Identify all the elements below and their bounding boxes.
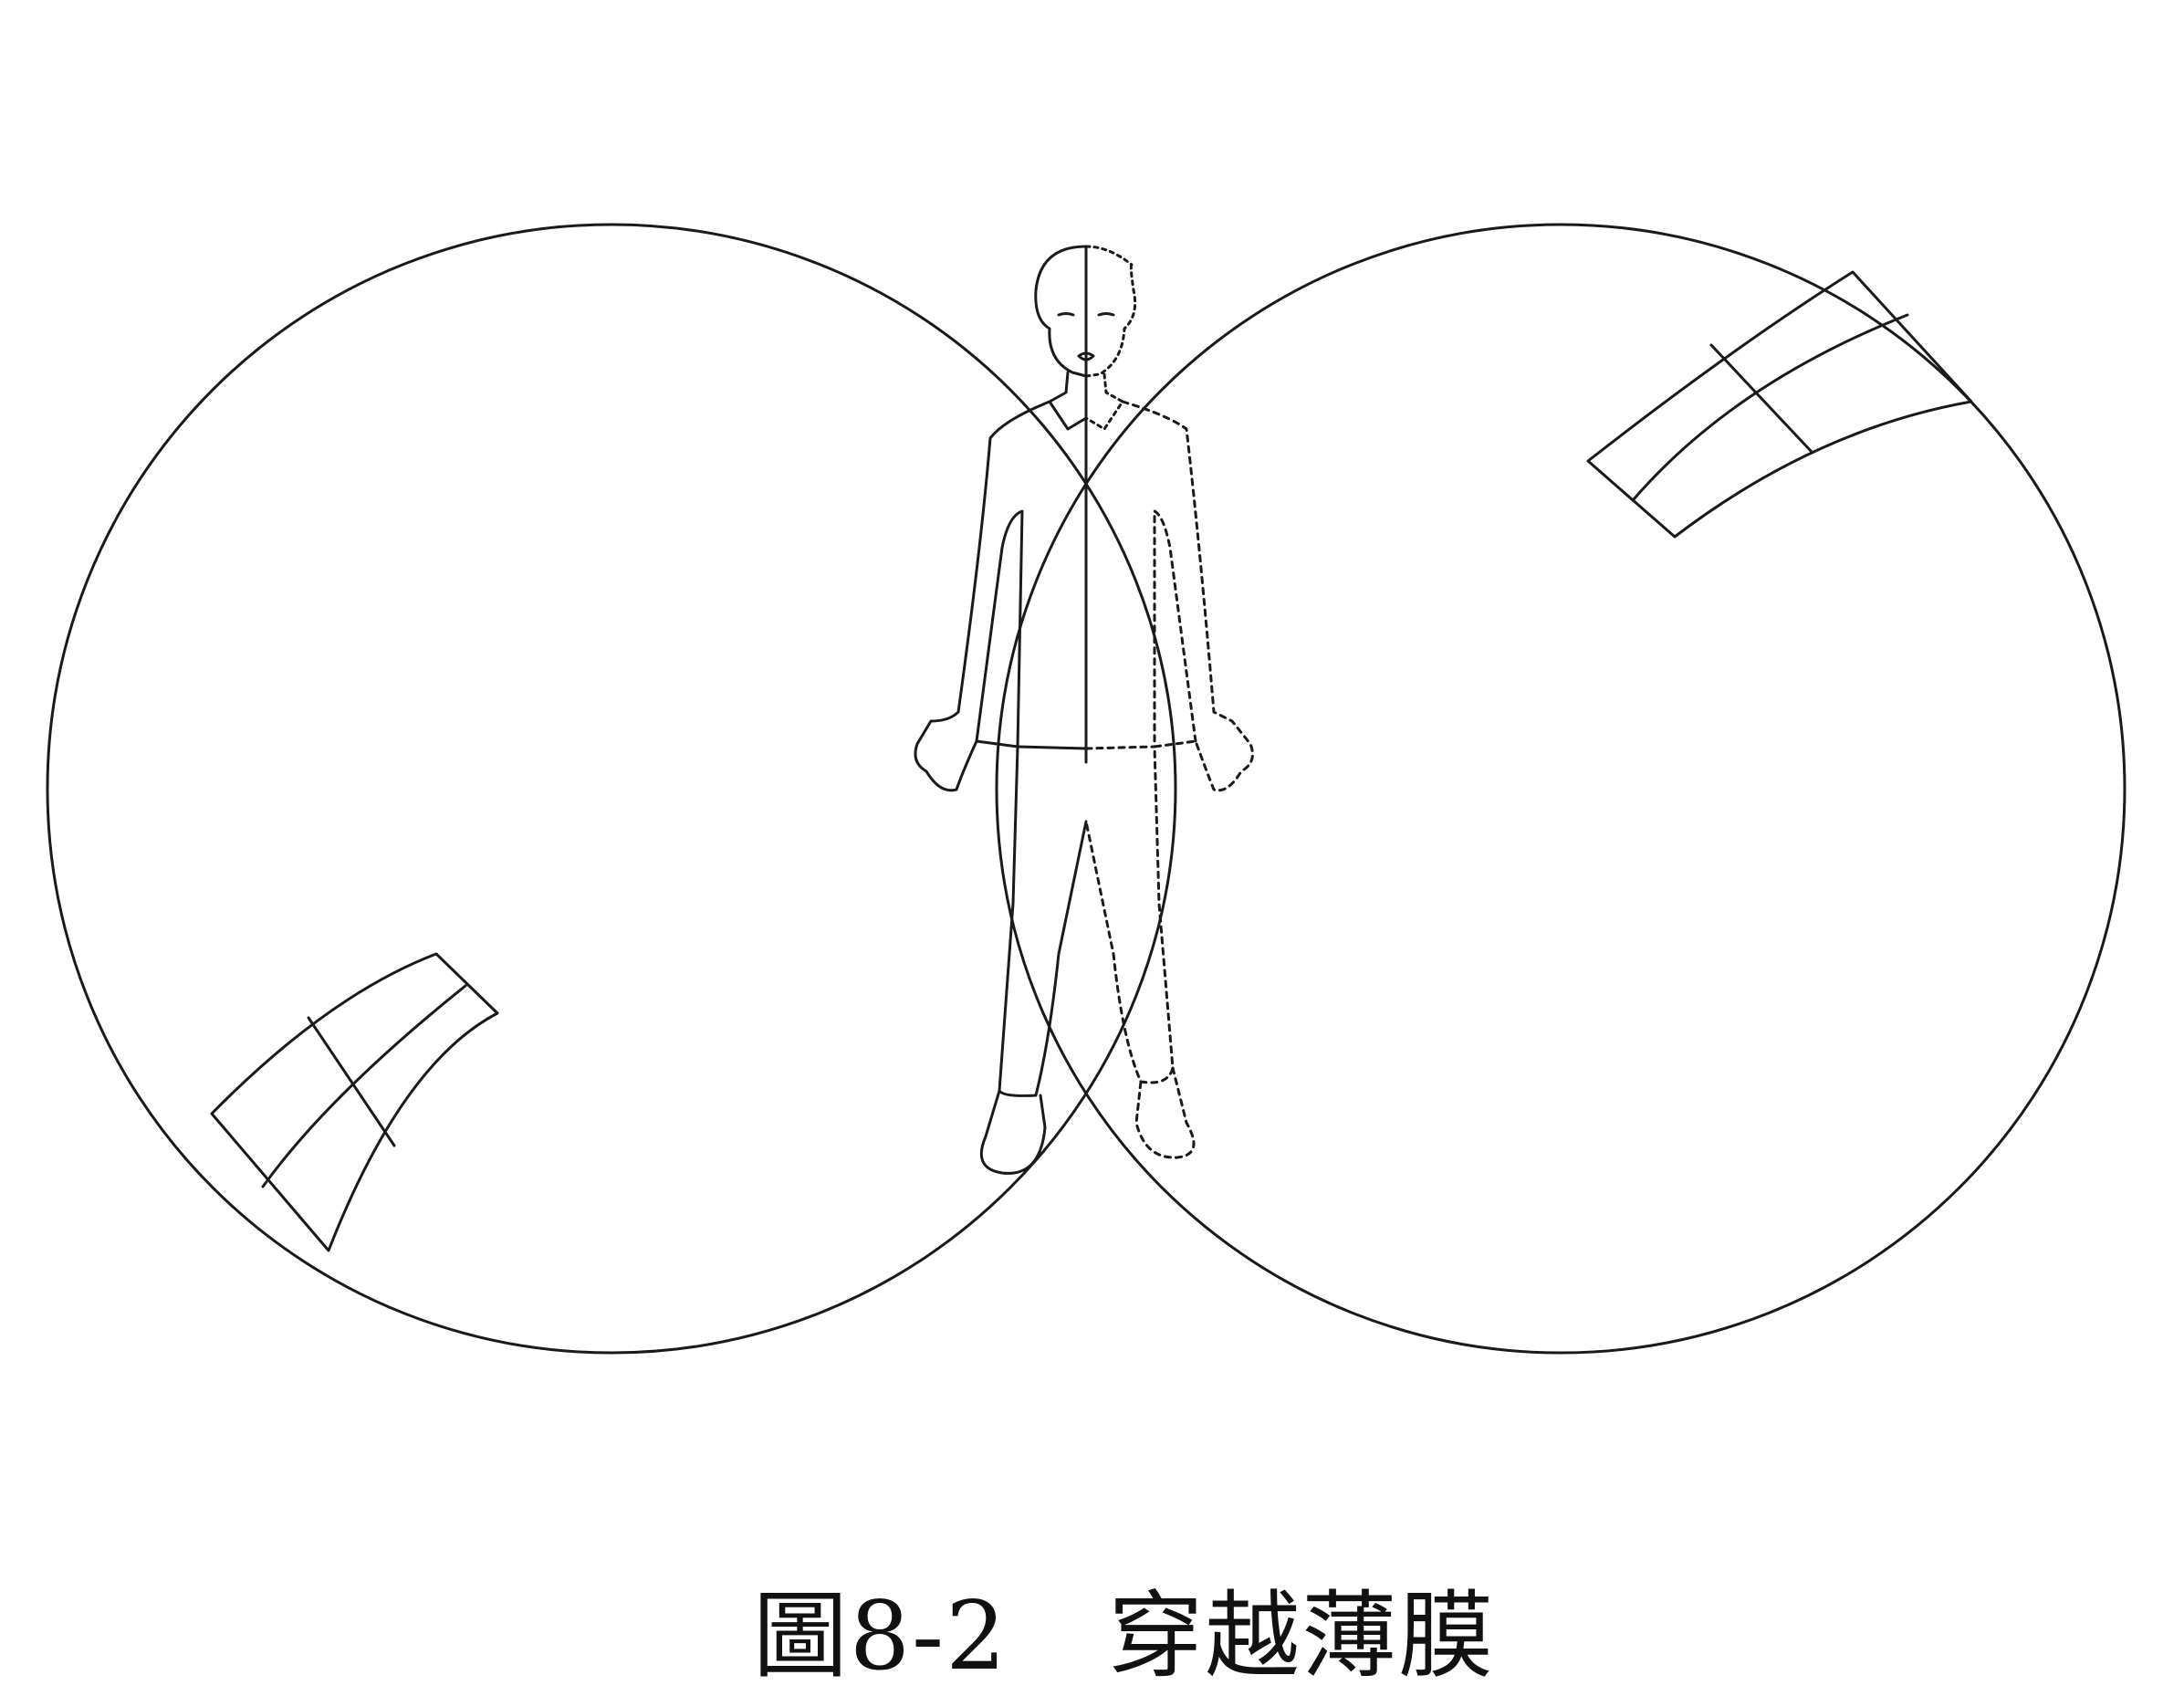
right-window-panel (1586, 270, 1973, 539)
figure-caption: 圖8-2 穿越薄膜 (0, 1447, 2184, 1696)
right-sphere (995, 223, 2127, 1355)
person-figure (914, 245, 1254, 1175)
figure-number: 圖8-2 (752, 1580, 1008, 1691)
membrane-diagram (46, 223, 2127, 1355)
left-window-panel (210, 952, 499, 1252)
left-sphere (46, 223, 1177, 1355)
figure-title: 穿越薄膜 (1108, 1580, 1496, 1691)
